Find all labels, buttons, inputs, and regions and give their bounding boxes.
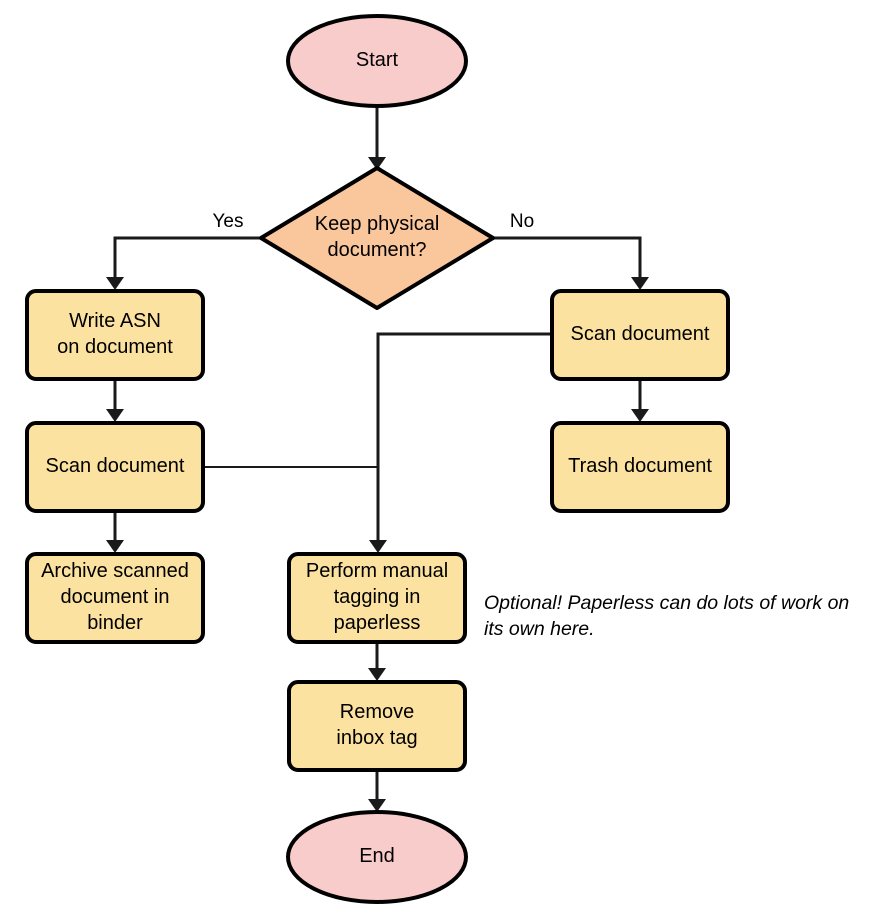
arrowhead-icon bbox=[106, 277, 124, 290]
arrowhead-icon bbox=[368, 668, 386, 681]
connector-remove-tag-to-end bbox=[368, 770, 386, 812]
node-trash-document[interactable]: Trash document bbox=[550, 421, 730, 513]
connector-write-asn-to-scan-left bbox=[106, 379, 124, 422]
process-shape bbox=[25, 421, 205, 513]
terminator-shape bbox=[286, 14, 468, 108]
node-scan-document-right[interactable]: Scan document bbox=[550, 289, 730, 381]
node-end[interactable]: End bbox=[286, 810, 468, 904]
node-start[interactable]: Start bbox=[286, 14, 468, 108]
node-label: Scan document bbox=[46, 455, 185, 477]
node-label: End bbox=[359, 845, 395, 867]
arrowhead-icon bbox=[631, 277, 649, 290]
node-label: Trash document bbox=[568, 455, 712, 477]
connector-line bbox=[493, 236, 642, 281]
connector-start-to-decision bbox=[368, 106, 386, 170]
connector-manual-tagging-to-remove-tag bbox=[368, 642, 386, 681]
node-scan-document-left[interactable]: Scan document bbox=[25, 421, 205, 513]
process-shape bbox=[25, 552, 205, 644]
annotations-layer: Optional! Paperless can do lots of work … bbox=[484, 592, 849, 640]
node-label: Scan document bbox=[571, 323, 710, 345]
process-shape bbox=[25, 289, 205, 381]
connector-decision-no-to-scan-right: No bbox=[493, 211, 649, 290]
edge-label-no: No bbox=[510, 211, 534, 232]
connector-scan-right-to-trash bbox=[631, 379, 649, 422]
process-shape bbox=[550, 289, 730, 381]
process-shape bbox=[550, 421, 730, 513]
connector-line bbox=[376, 332, 552, 545]
arrowhead-icon bbox=[368, 799, 386, 812]
decision-shape bbox=[259, 166, 495, 310]
connector-scan-left-to-archive bbox=[106, 511, 124, 553]
arrowhead-icon bbox=[106, 409, 124, 422]
connector-decision-yes-to-write-asn: Yes bbox=[106, 211, 261, 290]
arrowhead-icon bbox=[369, 540, 387, 553]
process-shape bbox=[287, 552, 467, 644]
arrowhead-icon bbox=[368, 157, 386, 170]
annotation-optional-note: Optional! Paperless can do lots of work … bbox=[484, 592, 849, 640]
arrowhead-icon bbox=[631, 409, 649, 422]
terminator-shape bbox=[286, 810, 468, 904]
arrowhead-icon bbox=[106, 540, 124, 553]
node-label: Start bbox=[356, 49, 399, 71]
connectors-layer: Yes No bbox=[106, 106, 649, 812]
edge-label-yes: Yes bbox=[213, 211, 244, 232]
connector-scan-right-to-manual-tagging bbox=[369, 332, 552, 553]
process-shape bbox=[287, 680, 467, 772]
connector-line bbox=[113, 236, 261, 281]
